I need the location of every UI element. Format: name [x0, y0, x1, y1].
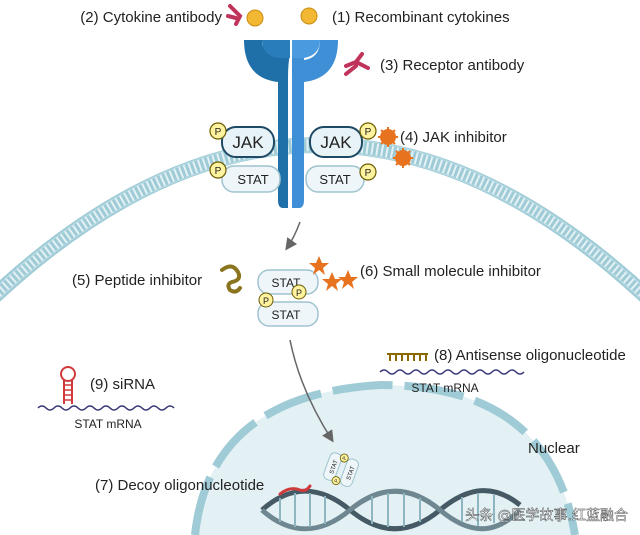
- svg-text:P: P: [215, 127, 222, 138]
- stat-dimer: STAT STAT P P: [257, 269, 319, 327]
- svg-text:JAK: JAK: [320, 133, 352, 152]
- label-nuclear: Nuclear: [528, 440, 580, 457]
- cytokine-free-icon: [300, 7, 318, 25]
- svg-text:STAT: STAT: [272, 276, 302, 290]
- label-antisense-oligonucleotide: (8) Antisense oligonucleotide: [434, 347, 626, 364]
- watermark: 头条 @医学故事.红蓝融合: [465, 507, 628, 524]
- svg-text:JAK: JAK: [232, 133, 264, 152]
- receptor-antibody-icon: [344, 52, 370, 76]
- label-decoy-oligonucleotide: (7) Decoy oligonucleotide: [95, 477, 264, 494]
- svg-text:STAT: STAT: [319, 172, 350, 187]
- stat-left: STAT: [221, 165, 281, 193]
- antisense-oligonucleotide-icon: [387, 353, 428, 361]
- label-small-molecule-inhibitor: (6) Small molecule inhibitor: [360, 263, 541, 280]
- stat-right: STAT: [305, 165, 365, 193]
- svg-text:STAT: STAT: [237, 172, 268, 187]
- phospho-jak-left: P: [209, 122, 227, 140]
- label-cytokine-antibody: (2) Cytokine antibody: [80, 9, 222, 26]
- svg-text:STAT: STAT: [329, 459, 340, 475]
- label-peptide-inhibitor: (5) Peptide inhibitor: [72, 272, 202, 289]
- nucleus: [191, 380, 579, 535]
- nuclear-stat-dimer: STAT STAT P P: [323, 452, 360, 488]
- svg-text:P: P: [215, 166, 222, 177]
- svg-text:P: P: [342, 455, 349, 461]
- decoy-oligonucleotide-icon: [278, 484, 312, 496]
- svg-text:STAT: STAT: [346, 465, 357, 481]
- cytokine-antibody-icon: [226, 4, 243, 26]
- small-molecule-inhibitor-icon: [309, 256, 358, 291]
- sirna-icon: [60, 366, 76, 404]
- svg-text:P: P: [263, 296, 269, 306]
- label-recombinant-cytokines: (1) Recombinant cytokines: [332, 9, 510, 26]
- sirna-target-mrna: [37, 405, 175, 411]
- antisense-target-mrna: [379, 369, 525, 375]
- receptor-right: [292, 40, 338, 208]
- phospho-stat-right: P: [359, 163, 377, 181]
- label-antisense-target: STAT mRNA: [411, 381, 478, 395]
- activation-arrow: [285, 221, 301, 251]
- receptor-left: [244, 40, 290, 208]
- translocation-arrow: [289, 339, 334, 443]
- svg-text:P: P: [365, 127, 372, 138]
- svg-text:P: P: [334, 478, 341, 484]
- phospho-jak-right: P: [359, 122, 377, 140]
- jak-right: JAK: [309, 126, 363, 158]
- label-sirna: (9) siRNA: [90, 376, 155, 393]
- label-jak-inhibitor: (4) JAK inhibitor: [400, 129, 507, 146]
- phospho-stat-left: P: [209, 161, 227, 179]
- peptide-inhibitor-icon: [220, 264, 242, 294]
- cytokine-bound-icon: [246, 9, 264, 27]
- label-receptor-antibody: (3) Receptor antibody: [380, 57, 525, 74]
- label-sirna-target: STAT mRNA: [74, 417, 141, 431]
- jak-left: JAK: [221, 126, 275, 158]
- svg-text:P: P: [365, 168, 372, 179]
- jak-inhibitor-icon: [378, 127, 413, 168]
- svg-text:P: P: [296, 288, 302, 298]
- svg-text:STAT: STAT: [272, 308, 302, 322]
